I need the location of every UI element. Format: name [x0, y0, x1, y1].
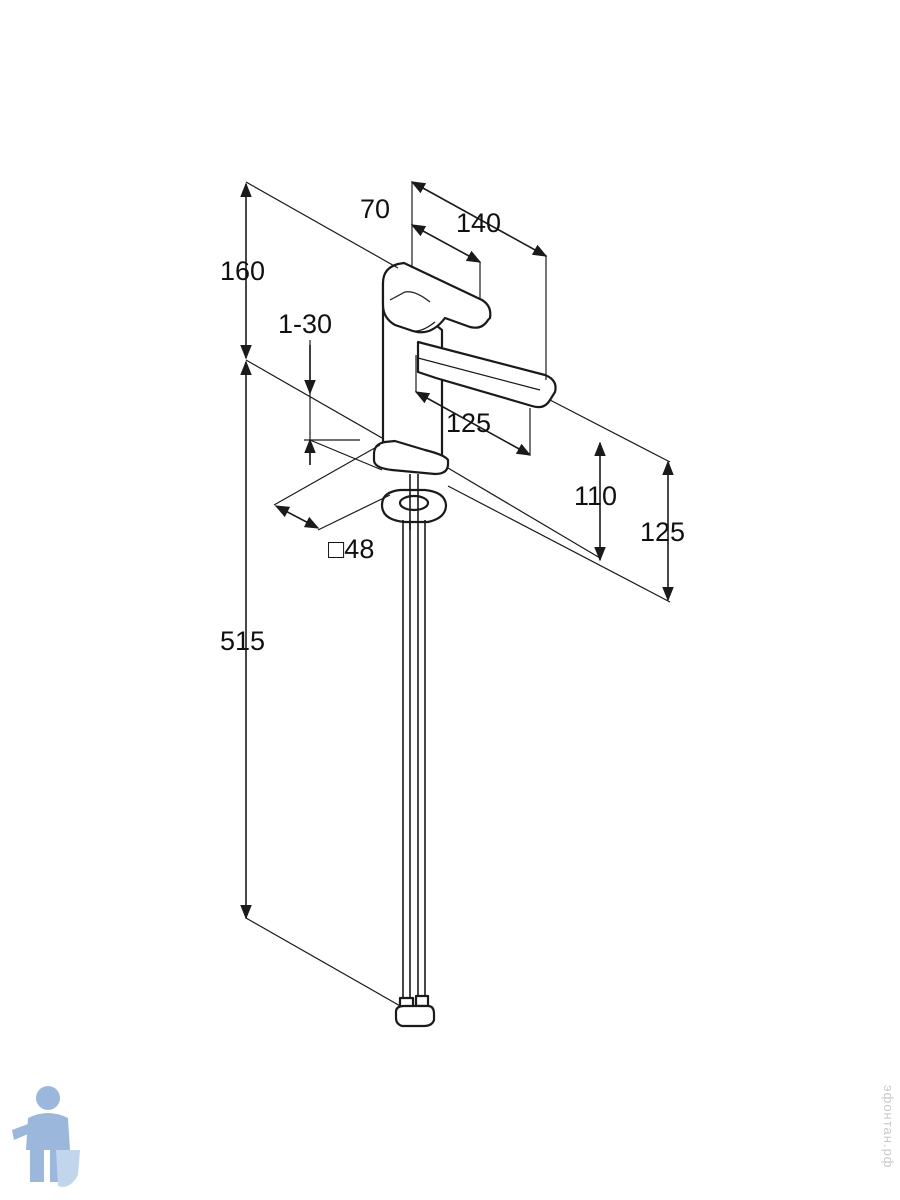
dim-label-spout-reach: 125	[446, 408, 491, 438]
faucet-body	[372, 261, 557, 1028]
dim-label-140: 140	[456, 208, 501, 238]
dim-label-base-to-spout: 125	[640, 517, 685, 547]
dimension-arrows	[240, 181, 674, 920]
watermark-site-text: эфонтан.рф	[881, 1085, 896, 1169]
dim-label-515: 515	[220, 626, 265, 656]
dim-label-70: 70	[360, 194, 390, 224]
dim-label-base-square: □48	[328, 534, 374, 564]
plumber-mascot-icon	[12, 1086, 80, 1187]
dim-label-110: 110	[574, 481, 617, 511]
dim-label-160: 160	[220, 256, 265, 286]
dim-label-clamp-range: 1-30	[278, 309, 332, 339]
